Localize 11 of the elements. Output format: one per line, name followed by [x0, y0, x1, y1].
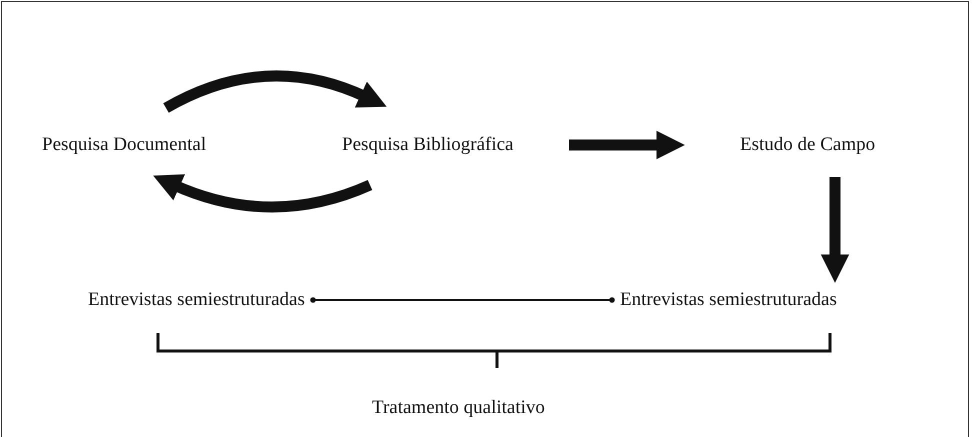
node-label: Estudo de Campo [740, 133, 876, 157]
node-label: Pesquisa Documental [42, 133, 206, 157]
arrow [820, 177, 850, 283]
node-label: Pesquisa Bibliográfica [342, 133, 514, 157]
arrow [152, 174, 372, 212]
node-label: Entrevistas semiestruturadas [620, 288, 837, 312]
connector-line [310, 297, 615, 303]
node-label: Entrevistas semiestruturadas [88, 288, 305, 312]
arrow [163, 70, 388, 113]
node-label: Tratamento qualitativo [372, 396, 545, 420]
arrow [569, 130, 685, 160]
